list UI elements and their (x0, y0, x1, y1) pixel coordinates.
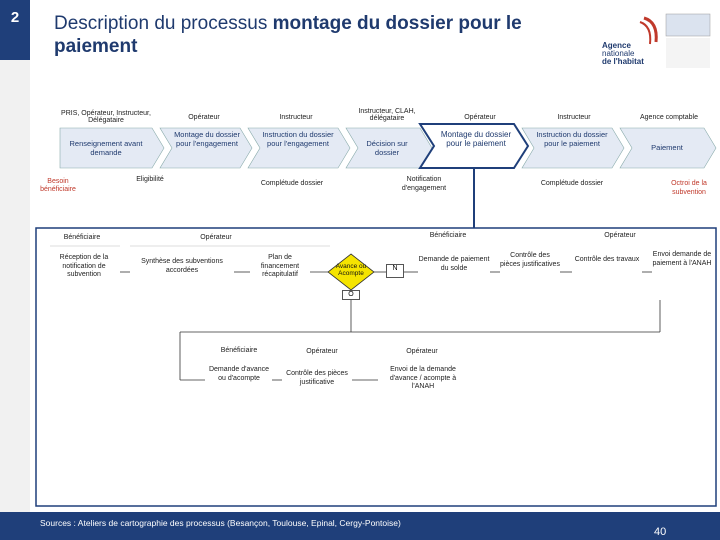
logo-line3: de l'habitat (602, 57, 644, 66)
task-envoi-avance: Envoi de la demande d'avance / acompte à… (389, 366, 457, 390)
task-demande-avance: Demande d'avance ou d'acompte (208, 366, 270, 382)
role-5: Opérateur (464, 114, 496, 121)
title-part3: paiement (54, 36, 138, 57)
page-title: Description du processus montage du doss… (54, 12, 554, 58)
task-controle-travaux: Contrôle des travaux (574, 256, 640, 263)
task-solde: Demande de paiement du solde (418, 256, 490, 272)
title-part1: Description du processus (54, 13, 273, 34)
role-4: Instructeur, CLAH, délégataire (358, 108, 416, 122)
chevron-3 (247, 127, 351, 169)
branch-o: O (342, 290, 360, 300)
chevron-2 (159, 127, 253, 169)
lane-operateur-3: Opérateur (306, 348, 338, 355)
task-envoi-paiement: Envoi demande de paiement à l'ANAH (652, 251, 712, 267)
decision-label: Avance ou Acompte (335, 263, 367, 277)
role-7: Agence comptable (640, 114, 698, 121)
lane-operateur-1: Opérateur (200, 234, 232, 241)
lane-beneficiaire-3: Bénéficiaire (220, 347, 258, 354)
slide-number: 2 (0, 0, 30, 60)
role-6: Instructeur (557, 114, 591, 121)
chevron-1 (59, 127, 165, 169)
label-octroi: Octroi de la subvention (671, 180, 707, 196)
lane-beneficiaire-2: Bénéficiaire (429, 232, 467, 239)
detail-frame (35, 227, 717, 507)
role-1: PRIS, Opérateur, Instructeur, Délégatair… (61, 110, 151, 124)
logo-line2: nationale (602, 49, 635, 58)
label-notification: Notification d'engagement (401, 176, 447, 192)
task-reception: Réception de la notification de subventi… (59, 254, 109, 278)
task-synthese: Synthèse des subventions accordées (141, 258, 223, 274)
role-2: Opérateur (188, 114, 220, 121)
step-6-label: Instruction du dossier pour le paiement (536, 130, 608, 148)
chevron-7 (619, 127, 717, 169)
branch-n: N (386, 264, 404, 278)
label-besoin: Besoin bénéficiaire (40, 178, 76, 193)
step-2-label: Montage du dossier pour l'engagement (174, 130, 240, 148)
title-part2: montage du dossier pour le (272, 13, 522, 34)
label-completude-2: Complétude dossier (540, 180, 604, 187)
step-5-label: Montage du dossier pour le paiement (440, 130, 512, 148)
left-margin-bar (0, 60, 30, 540)
footer-sources: Sources : Ateliers de cartographie des p… (40, 518, 401, 528)
task-controle-pieces: Contrôle des pièces justificatives (500, 252, 560, 268)
role-3: Instructeur (279, 114, 313, 121)
task-controle-pieces-2: Contrôle des pièces justificative (286, 370, 348, 386)
step-7-label: Paiement (651, 143, 683, 152)
label-completude-1: Complétude dossier (260, 180, 324, 187)
anah-logo: Agence nationale de l'habitat (596, 12, 714, 72)
task-plan: Plan de financement récapitulatif (260, 254, 300, 278)
step-3-label: Instruction du dossier pour l'engagement (262, 130, 334, 148)
lane-operateur-4: Opérateur (406, 348, 438, 355)
step-1-label: Renseignement avant demande (69, 139, 143, 157)
chevron-5 (418, 123, 530, 169)
lane-operateur-2: Opérateur (604, 232, 636, 239)
step-4-label: Décision sur dossier (366, 139, 408, 157)
logo-graphic (639, 13, 711, 68)
page-number: 40 (654, 526, 667, 538)
footer-bar (0, 512, 720, 540)
label-eligibilite: Eligibilité (136, 176, 164, 183)
lane-beneficiaire-1: Bénéficiaire (63, 234, 101, 241)
chevron-6 (521, 127, 625, 169)
logo-line1: Agence (602, 41, 631, 50)
